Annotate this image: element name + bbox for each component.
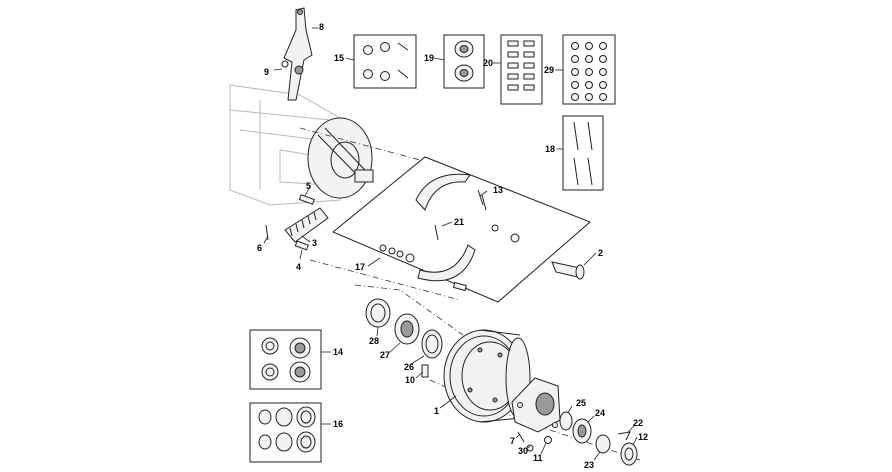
bolt-4 (294, 240, 309, 251)
callout-1: 1 (434, 406, 439, 416)
callout-11: 11 (533, 453, 543, 463)
callout-26: 26 (404, 362, 414, 372)
callout-28: 28 (369, 336, 379, 346)
washer-30 (526, 444, 534, 452)
callout-15: 15 (334, 53, 344, 63)
pin-6 (265, 224, 269, 241)
kit-box-14 (249, 329, 322, 390)
callout-3: 3 (312, 238, 317, 248)
callout-10: 10 (405, 375, 415, 385)
callout-13: 13 (493, 185, 503, 195)
brake-shoe-lower (417, 244, 476, 282)
kit-box-20 (500, 34, 543, 105)
kit-box-19 (443, 34, 485, 89)
callout-8: 8 (319, 22, 324, 32)
shoe-springs (434, 189, 520, 243)
wheel-stud (551, 261, 585, 280)
kit-box-29 (562, 34, 616, 105)
callout-22: 22 (633, 418, 643, 428)
kit-box-16 (249, 402, 322, 463)
callout-4: 4 (296, 262, 301, 272)
nut-23 (595, 434, 611, 454)
cotter-pin-7 (517, 431, 525, 443)
kit-box-15 (353, 34, 417, 89)
cap-12 (620, 442, 638, 466)
lever-clip (281, 60, 289, 68)
wheel-hub (511, 377, 561, 433)
callout-2: 2 (598, 248, 603, 258)
callout-27: 27 (380, 350, 390, 360)
callout-23: 23 (584, 460, 594, 470)
seal-28 (365, 298, 391, 328)
callout-25: 25 (576, 398, 586, 408)
callout-20: 20 (483, 58, 493, 68)
callout-24: 24 (595, 408, 605, 418)
bolt-5 (298, 194, 315, 205)
adjuster-parts (379, 244, 467, 292)
bolt-10 (421, 364, 429, 378)
bearing-24 (572, 418, 592, 444)
callout-9: 9 (264, 67, 269, 77)
pin-22 (617, 431, 631, 441)
callout-14: 14 (333, 347, 343, 357)
bearing-27 (394, 313, 420, 345)
brake-lever-arm (283, 7, 313, 101)
callout-7: 7 (510, 436, 515, 446)
seal-25 (559, 411, 573, 431)
brake-shoe-upper (415, 173, 471, 211)
callout-labels: 1 2 3 4 5 6 7 8 9 10 11 12 13 14 15 16 1… (257, 22, 648, 470)
backing-plate (307, 117, 374, 199)
callout-5: 5 (306, 181, 311, 191)
kit-box-18 (562, 115, 604, 191)
callout-6: 6 (257, 243, 262, 253)
nut-11 (544, 436, 552, 444)
callout-30: 30 (518, 446, 528, 456)
leader-lines (263, 27, 638, 461)
callout-16: 16 (333, 419, 343, 429)
brake-cylinder (284, 207, 329, 243)
ring-26 (421, 329, 443, 359)
callout-17: 17 (355, 262, 365, 272)
callout-21: 21 (454, 217, 464, 227)
callout-19: 19 (424, 53, 434, 63)
callout-12: 12 (638, 432, 648, 442)
callout-29: 29 (544, 65, 554, 75)
callout-18: 18 (545, 144, 555, 154)
brake-drum (443, 329, 531, 423)
